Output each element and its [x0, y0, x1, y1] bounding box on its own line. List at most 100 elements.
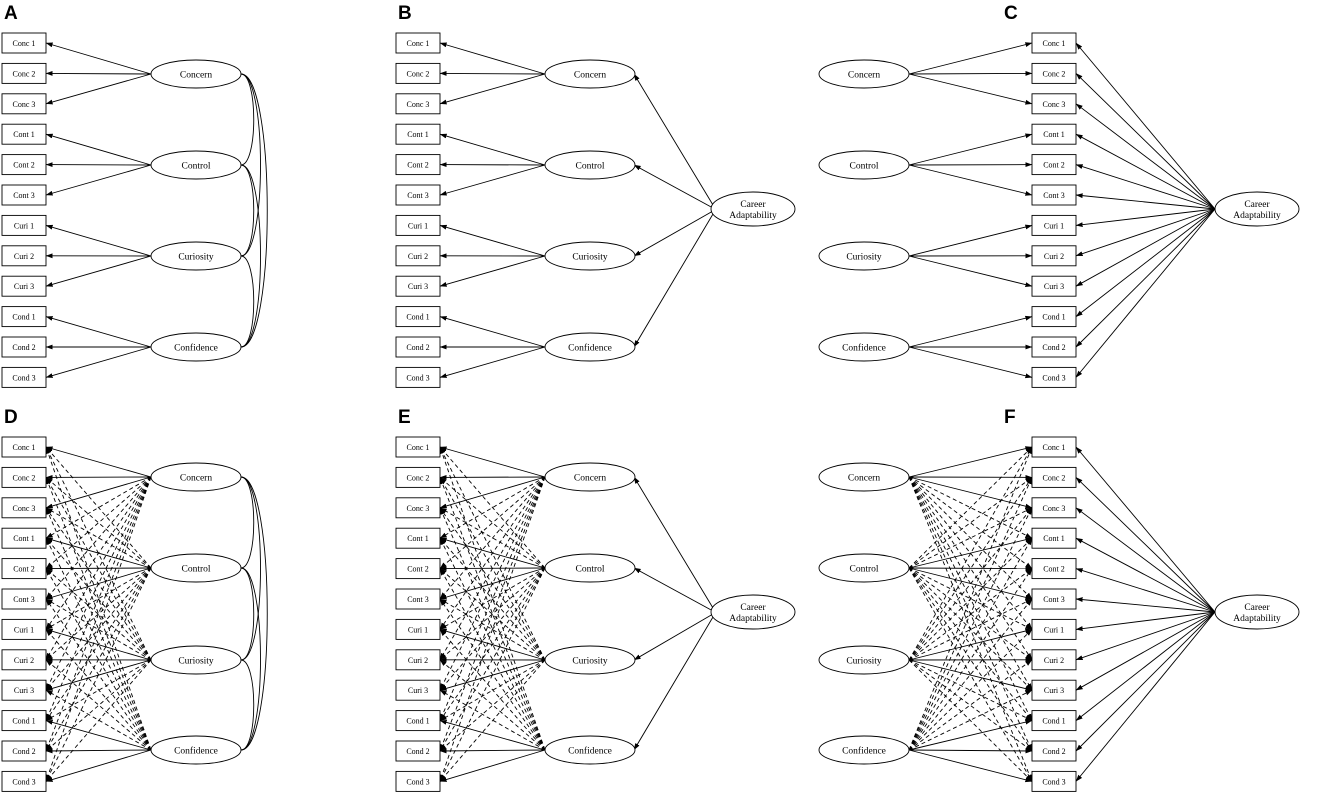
indicator-cond-3: Cond 3 [395, 770, 441, 792]
loading-curiosity-cond-2-cross [908, 659, 1033, 752]
panel-letter-c: C [1004, 3, 1018, 24]
loading-concern-curi-3-cross [45, 476, 152, 691]
indicator-conc-1: Conc 1 [1031, 32, 1077, 54]
loading-curiosity-curi-3 [908, 255, 1033, 287]
loading-control-conc-1-cross [439, 446, 546, 569]
factor-control-label: Control [575, 162, 604, 172]
loading-confidence-conc-3-cross [45, 507, 152, 751]
indicator-conc-3-label: Conc 3 [13, 504, 36, 513]
factor-confidence-label: Confidence [842, 746, 886, 757]
correlation-control-confidence [240, 164, 261, 348]
loading-concern-conc-3 [45, 73, 152, 105]
factor-concern-label: Concern [180, 71, 212, 81]
loading-concern-cont-1-cross [45, 476, 152, 539]
loading-concern-cont-2-cross [908, 476, 1033, 569]
indicator-curi-1: Curi 1 [1031, 618, 1077, 640]
loading-confidence-cond-3 [908, 346, 1033, 379]
indicator-conc-2: Conc 2 [395, 62, 441, 84]
indicator-cond-2-label: Cond 2 [406, 343, 429, 352]
indicator-cond-2-label: Cond 2 [406, 747, 429, 756]
indicator-cont-1-label: Cont 1 [1043, 130, 1065, 139]
indicator-cont-2: Cont 2 [1031, 154, 1077, 176]
loading-confidence-cond-3 [439, 749, 546, 782]
loading-concern-curi-1-cross [908, 476, 1033, 630]
loading-control-cont-3 [45, 164, 152, 196]
loading-control-cont-1 [45, 133, 152, 166]
loading-control-cond-1-cross [908, 567, 1033, 721]
indicator-curi-1: Curi 1 [1031, 214, 1077, 236]
loading-confidence-curi-1-cross [908, 629, 1033, 751]
loading-career-adaptability-cond-3 [1075, 611, 1216, 782]
factor-control-label: Control [181, 565, 210, 575]
loading-career-adaptability-conc-3 [1075, 103, 1216, 210]
factor-concern-label: Concern [574, 71, 606, 81]
factor-concern: Concern [818, 462, 910, 492]
indicator-conc-2: Conc 2 [1, 466, 47, 488]
indicator-cont-2: Cont 2 [395, 154, 441, 176]
loading-control-cont-3 [908, 164, 1033, 196]
loading-curiosity-conc-1-cross [439, 446, 546, 661]
indicator-cont-3: Cont 3 [1, 588, 47, 610]
indicator-cond-3: Cond 3 [1, 770, 47, 792]
factor-concern-label: Concern [180, 474, 212, 484]
loading-control-cont-3 [439, 164, 546, 196]
loading-control-curi-2-cross [439, 567, 546, 661]
indicator-cont-1-label: Cont 1 [1043, 534, 1065, 543]
loading-confidence-conc-3-cross [908, 507, 1033, 751]
indicator-conc-1-label: Conc 1 [407, 39, 430, 48]
factor-concern: Concern [544, 59, 636, 89]
factor-confidence-label: Confidence [842, 343, 886, 354]
loading-concern-cond-1-cross [45, 476, 152, 721]
loading-confidence-curi-3-cross [439, 689, 546, 751]
indicator-conc-3-label: Conc 3 [407, 100, 430, 109]
indicator-cont-1-label: Cont 1 [13, 130, 35, 139]
factor-confidence-label: Confidence [174, 343, 218, 354]
loading-concern-conc-1 [439, 446, 546, 478]
loading-concern-conc-2 [439, 70, 546, 76]
loading-career-adaptability-cont-3 [1075, 193, 1216, 210]
indicator-curi-3: Curi 3 [1, 679, 47, 701]
indicator-cont-2: Cont 2 [1031, 558, 1077, 580]
loading-curiosity-cond-3-cross [45, 659, 152, 782]
loading-confidence-curi-3-cross [45, 689, 152, 751]
factor-curiosity: Curiosity [818, 645, 910, 675]
loading-confidence-curi-3-cross [908, 689, 1033, 751]
loading-concern-curi-3-cross [439, 476, 546, 691]
path-career-adaptability-concern [633, 476, 714, 609]
panel-letter-e: E [398, 407, 411, 428]
indicator-curi-2: Curi 2 [395, 245, 441, 267]
loading-control-conc-1-cross [45, 446, 152, 569]
indicator-cont-2-label: Cont 2 [1043, 565, 1065, 574]
loading-control-curi-2-cross [45, 567, 152, 661]
loading-concern-conc-3 [908, 73, 1033, 105]
loading-career-adaptability-cond-2 [1075, 611, 1216, 752]
factor-curiosity-label: Curiosity [572, 253, 608, 263]
indicator-curi-3: Curi 3 [1, 275, 47, 297]
indicator-cond-1-label: Cond 1 [1042, 313, 1065, 322]
loading-curiosity-cond-3-cross [439, 659, 546, 782]
indicator-curi-3-label: Curi 3 [14, 686, 34, 695]
loading-confidence-cond-1 [908, 719, 1033, 751]
indicator-cont-1: Cont 1 [395, 527, 441, 549]
indicator-conc-3: Conc 3 [1031, 497, 1077, 519]
indicator-cond-3-label: Cond 3 [1042, 373, 1065, 382]
indicator-cond-3-label: Cond 3 [406, 373, 429, 382]
factor-confidence-label: Confidence [174, 746, 218, 757]
loading-curiosity-cont-1-cross [439, 537, 546, 661]
indicator-cont-1-label: Cont 1 [13, 534, 35, 543]
indicator-cond-1-label: Cond 1 [12, 313, 35, 322]
factor-confidence: Confidence [544, 332, 636, 362]
indicator-cont-2: Cont 2 [1, 154, 47, 176]
loading-curiosity-cont-3-cross [45, 598, 152, 661]
loading-curiosity-conc-2-cross [439, 477, 546, 661]
indicator-cont-2-label: Cont 2 [13, 565, 35, 574]
factor-concern-label: Concern [848, 474, 880, 484]
indicator-curi-3: Curi 3 [395, 679, 441, 701]
indicator-curi-2: Curi 2 [1, 649, 47, 671]
factor-curiosity: Curiosity [150, 645, 242, 675]
factor-control-label: Control [181, 162, 210, 172]
factor-confidence-label: Confidence [568, 343, 612, 354]
indicator-conc-3: Conc 3 [395, 497, 441, 519]
